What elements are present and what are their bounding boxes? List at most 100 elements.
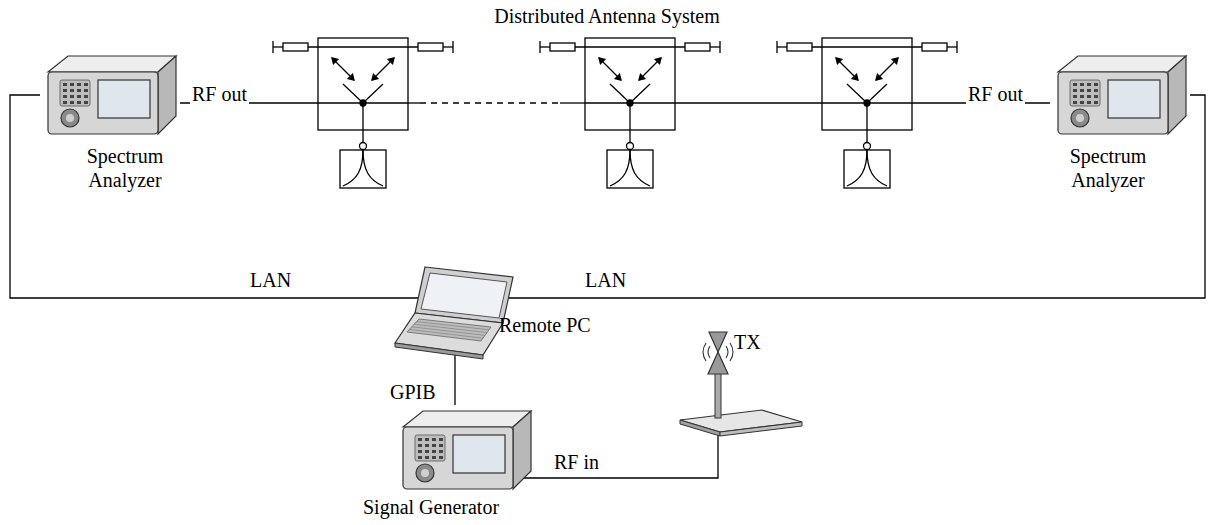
drawing-rect	[418, 450, 422, 453]
spectrum-analyzer: Spectrum Analyzer	[40, 50, 180, 140]
drawing-polygon	[708, 352, 728, 374]
drawing-line	[308, 46, 418, 47]
drawing-rect	[418, 456, 422, 459]
drawing-rect	[84, 83, 88, 86]
drawing-rect	[1080, 101, 1084, 104]
drawing-rect	[439, 450, 443, 453]
drawing-polygon	[407, 319, 491, 341]
drawing-rect	[98, 80, 150, 118]
drawing-rect	[60, 80, 90, 106]
node-label: Signal Generator	[363, 495, 499, 519]
drawing-rect	[1073, 95, 1077, 98]
drawing-rect	[415, 435, 445, 461]
drawing-rect	[418, 43, 443, 51]
drawing-polygon	[720, 422, 802, 436]
drawing-path	[867, 150, 887, 186]
edge-label: RF in	[552, 450, 601, 474]
drawing-rect	[70, 89, 74, 92]
drawing-line	[539, 41, 540, 53]
drawing-svg	[40, 50, 180, 140]
drawing-line	[420, 102, 560, 103]
drawing-rect	[70, 95, 74, 98]
drawing-rect	[607, 150, 653, 188]
drawing-line	[630, 84, 650, 103]
drawing-rect	[550, 43, 575, 51]
cable-connector	[454, 351, 455, 405]
drawing-line	[639, 58, 661, 80]
node-label: Spectrum Analyzer	[75, 144, 175, 192]
drawing-rect	[432, 438, 436, 441]
edge-label: GPIB	[388, 380, 438, 404]
drawing-rect	[922, 43, 947, 51]
drawing-rect	[685, 43, 710, 51]
spectrum-analyzer: Spectrum Analyzer	[1050, 50, 1190, 140]
drawing-path	[847, 150, 867, 186]
drawing-line	[408, 102, 420, 103]
drawing-rect	[1073, 83, 1077, 86]
drawing-line	[947, 46, 957, 47]
drawing-path	[372, 74, 378, 80]
drawing-rect	[1087, 83, 1091, 86]
drawing-line	[443, 46, 453, 47]
drawing-rect	[77, 89, 81, 92]
drawing-rect	[453, 435, 505, 473]
drawing-circle	[421, 469, 429, 477]
drawing-polygon	[1168, 56, 1186, 134]
drawing-rect	[439, 456, 443, 459]
drawing-line	[866, 103, 867, 142]
drawing-rect	[425, 438, 429, 441]
drawing-rect	[425, 456, 429, 459]
drawing-rect	[1094, 101, 1098, 104]
drawing-polygon	[158, 56, 176, 134]
edge-label: LAN	[248, 268, 293, 292]
drawing-line	[575, 46, 685, 47]
drawing-rect	[403, 427, 513, 489]
drawing-circle	[1076, 114, 1084, 122]
node-label: Spectrum Analyzer	[1058, 144, 1158, 192]
drawing-circle	[627, 143, 634, 150]
signal-generator: Signal Generator	[395, 405, 535, 495]
drawing-path	[630, 150, 650, 186]
drawing-svg	[395, 405, 535, 495]
drawing-rect	[340, 150, 386, 188]
drawing-line	[599, 58, 621, 80]
drawing-circle	[61, 109, 79, 127]
drawing-polygon	[680, 420, 720, 436]
drawing-line	[363, 84, 383, 103]
drawing-line	[777, 46, 787, 47]
drawing-rect	[1087, 89, 1091, 92]
drawing-line	[272, 41, 273, 53]
drawing-rect	[844, 150, 890, 188]
node-label: TX	[734, 330, 761, 354]
drawing-rect	[63, 95, 67, 98]
drawing-rect	[1080, 83, 1084, 86]
drawing-rect	[48, 72, 158, 134]
drawing-rect	[439, 444, 443, 447]
drawing-rect	[1094, 89, 1098, 92]
drawing-path	[348, 74, 354, 80]
drawing-line	[867, 84, 887, 103]
drawing-line	[610, 84, 630, 103]
drawing-rect	[1058, 72, 1168, 134]
drawing-rect	[1094, 95, 1098, 98]
drawing-path	[388, 58, 394, 64]
drawing-rect	[418, 444, 422, 447]
drawing-polygon	[48, 56, 176, 72]
drawing-line	[876, 58, 898, 80]
diagram-title: Distributed Antenna System	[492, 4, 722, 28]
drawing-circle	[66, 114, 74, 122]
drawing-rect	[283, 43, 308, 51]
drawing-line	[629, 103, 630, 142]
drawing-polygon	[513, 411, 531, 489]
drawing-path	[876, 74, 882, 80]
drawing-rect	[84, 95, 88, 98]
drawing-line	[409, 329, 483, 338]
drawing-rect	[84, 101, 88, 104]
drawing-path	[599, 58, 605, 64]
drawing-path	[363, 150, 383, 186]
drawing-rect	[432, 444, 436, 447]
drawing-line	[847, 84, 867, 103]
drawing-path	[332, 58, 338, 64]
drawing-rect	[70, 101, 74, 104]
